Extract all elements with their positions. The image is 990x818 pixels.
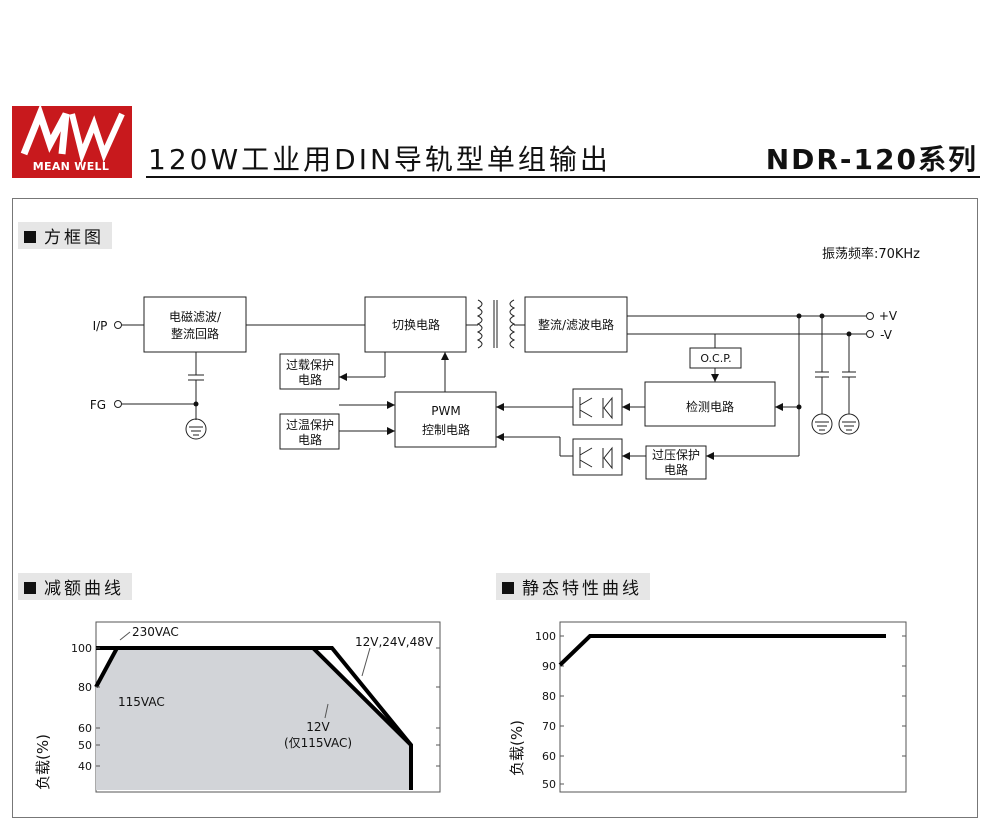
- emi-label-2: 整流回路: [171, 326, 219, 341]
- static-ylabel: 负载(%): [508, 720, 526, 776]
- switch-label: 切换电路: [392, 317, 440, 332]
- detect-label: 检测电路: [686, 399, 734, 414]
- arrow-left-icon: [775, 403, 783, 411]
- title-rule: [146, 176, 980, 178]
- annotation-12v-only: (仅115VAC): [284, 736, 352, 750]
- static-load-line: [558, 634, 886, 667]
- arrow-right-icon: [387, 427, 395, 435]
- series-name: NDR-120系列: [765, 143, 978, 176]
- static-tick: 50: [542, 778, 556, 791]
- annotation-115vac: 115VAC: [118, 695, 165, 709]
- osc-frequency: 振荡频率:70KHz: [822, 246, 920, 262]
- optocoupler-2: [572, 438, 623, 476]
- vplus-label: +V: [879, 309, 898, 323]
- ground-icon: [811, 413, 833, 435]
- arrow-right-icon: [387, 401, 395, 409]
- derating-tick: 40: [78, 760, 92, 773]
- derating-heading-text: 减额曲线: [44, 579, 124, 599]
- derating-heading: 减额曲线: [18, 573, 132, 600]
- derating-tick: 60: [78, 722, 92, 735]
- vplus-terminal-icon: [866, 312, 874, 320]
- arrow-left-icon: [496, 433, 504, 441]
- block-diagram: 振荡频率:70KHz I/P FG +V -V 电磁滤波/ 整流回路 切换电路 …: [90, 246, 920, 480]
- overload-label-2: 电路: [298, 372, 322, 387]
- overload-box: [279, 353, 340, 390]
- arrow-left-icon: [496, 403, 504, 411]
- square-bullet-icon: [502, 582, 514, 594]
- arrow-left-icon: [706, 452, 714, 460]
- static-tick: 70: [542, 720, 556, 733]
- derating-line-230vac: [96, 646, 413, 790]
- ovp-box: [645, 445, 707, 480]
- ovp-label-2: 电路: [664, 462, 688, 477]
- ocp-label: O.C.P.: [700, 352, 731, 365]
- detect-box: [644, 381, 776, 427]
- overload-label-1: 过载保护: [286, 358, 334, 372]
- annotation-12v: 12V: [306, 720, 330, 734]
- vminus-terminal-icon: [866, 330, 874, 338]
- arrow-left-icon: [622, 403, 630, 411]
- mw-logo-mark: [20, 103, 125, 164]
- page-title: 120W工业用DIN导轨型单组输出: [148, 143, 611, 176]
- transformer-primary-icon: [476, 299, 483, 349]
- square-bullet-icon: [24, 582, 36, 594]
- ip-label: I/P: [93, 319, 108, 333]
- derating-ylabel: 负载(%): [34, 734, 52, 790]
- derating-tick: 100: [71, 642, 92, 655]
- brand-name: MEAN WELL: [32, 160, 110, 173]
- transformer-secondary-icon: [509, 299, 516, 349]
- static-tick: 100: [535, 630, 556, 643]
- arrow-down-icon: [711, 374, 719, 382]
- block-diagram-heading: 方框图: [18, 222, 112, 249]
- static-plot-area: [559, 621, 907, 793]
- derating-curve-chart: 100 80 60 50 40 230VAC 115VAC 12V,24V,48…: [34, 621, 441, 793]
- ground-icon: [185, 418, 207, 440]
- annotation-all-voltages: 12V,24V,48V: [355, 635, 434, 649]
- vminus-label: -V: [880, 328, 893, 342]
- fg-label: FG: [90, 398, 106, 412]
- mean-well-logo: [12, 103, 132, 178]
- overtemp-label-2: 电路: [298, 432, 322, 447]
- ovp-label-1: 过压保护: [652, 448, 700, 462]
- emi-label-1: 电磁滤波/: [169, 309, 222, 324]
- annotation-230vac: 230VAC: [132, 625, 179, 639]
- overtemp-label-1: 过温保护: [286, 418, 334, 432]
- arrow-left-icon: [339, 373, 347, 381]
- derating-tick: 50: [78, 739, 92, 752]
- static-tick: 80: [542, 690, 556, 703]
- arrow-up-icon: [441, 352, 449, 360]
- arrow-left-icon: [622, 452, 630, 460]
- static-curve-chart: 100 90 80 70 60 50 负载(%): [508, 621, 907, 793]
- square-bullet-icon: [24, 231, 36, 243]
- pwm-label-1: PWM: [431, 404, 460, 418]
- static-tick: 90: [542, 660, 556, 673]
- rect-label: 整流/滤波电路: [538, 317, 614, 332]
- pwm-label-2: 控制电路: [422, 422, 470, 437]
- static-heading: 静态特性曲线: [496, 573, 650, 600]
- block-diagram-heading-text: 方框图: [44, 228, 104, 248]
- ground-icon: [838, 413, 860, 435]
- derating-tick: 80: [78, 681, 92, 694]
- static-heading-text: 静态特性曲线: [522, 579, 642, 599]
- derating-shaded-area: [96, 648, 411, 790]
- static-tick: 60: [542, 750, 556, 763]
